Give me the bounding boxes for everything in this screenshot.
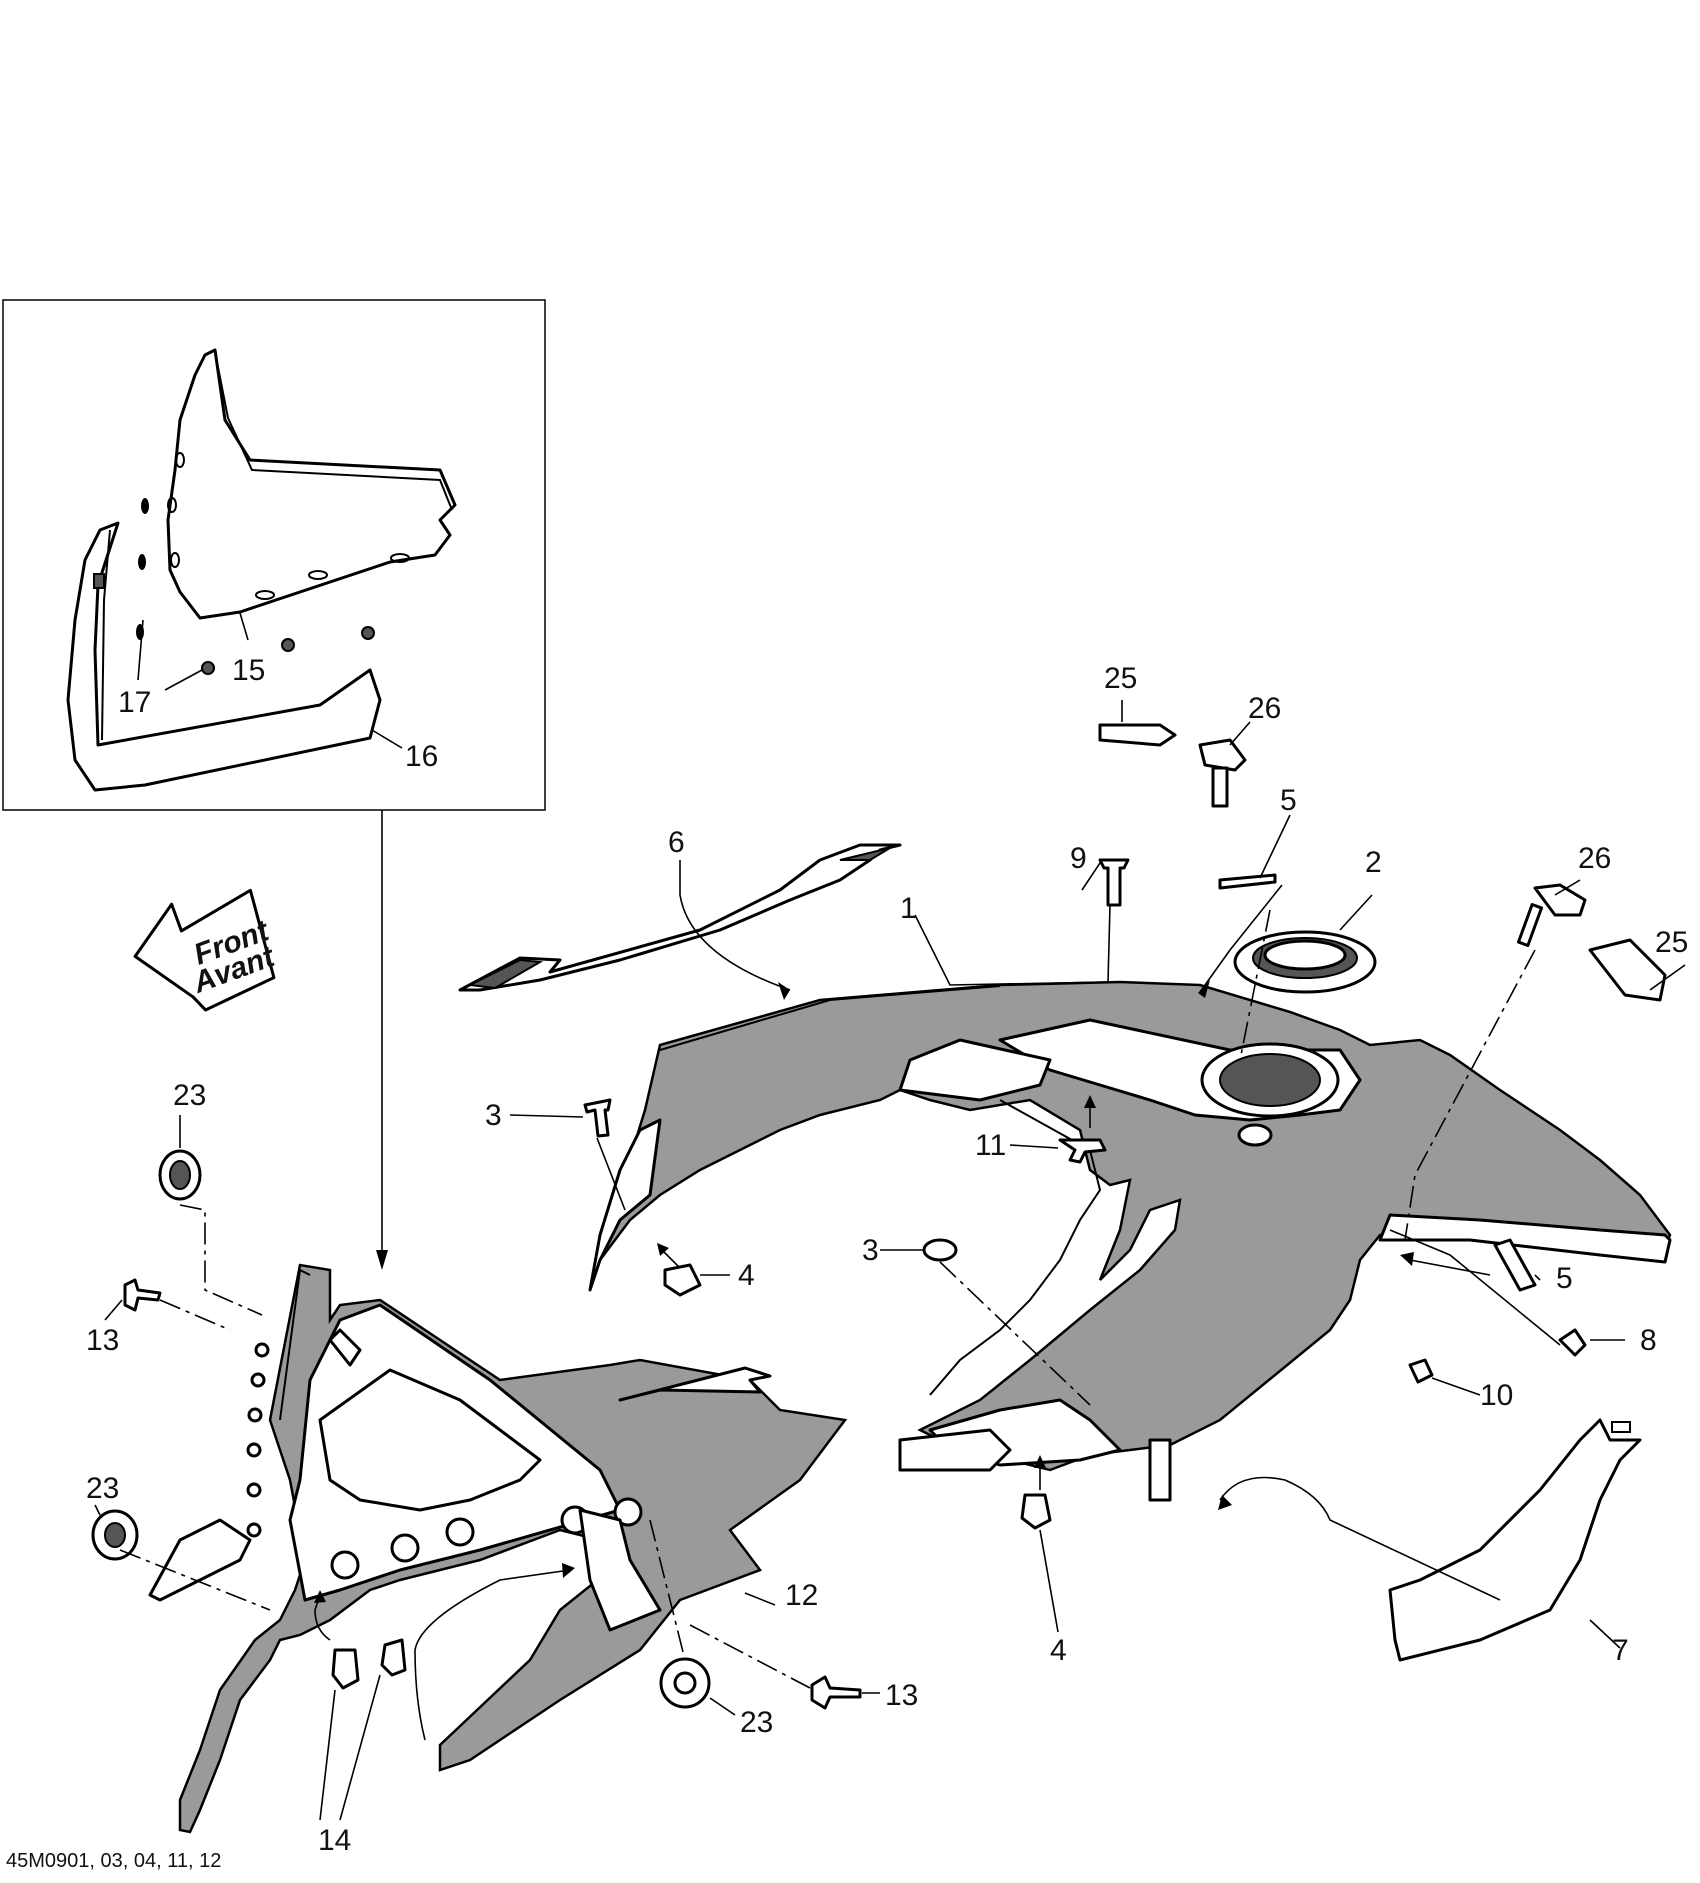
nut-part-14-a <box>331 1648 360 1690</box>
callout-4-a: 4 <box>738 1259 755 1292</box>
callout-13-top: 13 <box>86 1324 119 1357</box>
nut-part-10 <box>1408 1358 1434 1384</box>
screw-part-13-top <box>123 1278 162 1312</box>
screw-part-3-a <box>583 1098 612 1138</box>
inset-frame <box>2 299 546 811</box>
clip-part-25-right <box>1588 938 1667 1002</box>
callout-15: 15 <box>232 654 265 687</box>
callout-10: 10 <box>1480 1379 1513 1412</box>
fasteners <box>91 723 1667 1710</box>
callout-25-top: 25 <box>1104 662 1137 695</box>
callout-8: 8 <box>1640 1324 1657 1357</box>
top-console-part-1 <box>588 980 1672 1502</box>
nut-part-4-b <box>1020 1493 1052 1530</box>
lower-console-part-12 <box>148 1263 848 1834</box>
callout-23-left: 23 <box>86 1472 119 1505</box>
front-direction-arrow: Front Avant <box>133 888 280 1012</box>
deflector-part-16 <box>66 521 382 792</box>
callout-23-bottom: 23 <box>740 1706 773 1739</box>
callout-12: 12 <box>785 1579 818 1612</box>
callout-5-top: 5 <box>1280 784 1297 817</box>
callout-23-top: 23 <box>173 1079 206 1112</box>
gasket-part-5-right <box>1493 1238 1537 1292</box>
callout-13-bottom: 13 <box>885 1679 918 1712</box>
callout-11: 11 <box>975 1129 1006 1162</box>
callout-16: 16 <box>405 740 438 773</box>
clip-part-25-top <box>1098 723 1177 747</box>
callout-26-top: 26 <box>1248 692 1281 725</box>
fuel-cap-ring-part-2 <box>1233 930 1377 994</box>
callout-7: 7 <box>1612 1634 1629 1667</box>
clip-part-11 <box>1058 1138 1107 1164</box>
gasket-part-5-top <box>1218 873 1277 890</box>
callout-5-right: 5 <box>1556 1262 1573 1295</box>
windshield-inset <box>2 299 546 811</box>
drawing-code: 45M0901, 03, 04, 11, 12 <box>6 1850 222 1872</box>
callout-2: 2 <box>1365 846 1382 879</box>
screw-part-13-bottom <box>810 1675 862 1710</box>
screw-part-8 <box>1558 1328 1587 1357</box>
nut-part-4-a <box>663 1263 702 1297</box>
fastener-part-26-top <box>1198 738 1247 772</box>
callout-3-b: 3 <box>862 1234 879 1267</box>
callout-25-right: 25 <box>1655 926 1688 959</box>
callout-26-right: 26 <box>1578 842 1611 875</box>
trim-part-7 <box>1388 1418 1642 1662</box>
leader-lines <box>94 700 1686 1821</box>
callout-6: 6 <box>668 826 685 859</box>
callout-labels: 15 17 16 25 26 5 9 2 26 25 6 1 23 3 11 4… <box>86 654 1688 1857</box>
fastener-part-26-right <box>1533 883 1587 917</box>
callout-17: 17 <box>118 686 151 719</box>
callout-3-a: 3 <box>485 1099 502 1132</box>
windshield-part-15 <box>166 348 457 620</box>
callout-1: 1 <box>900 892 917 925</box>
nut-part-14-b <box>380 1638 407 1677</box>
callout-4-b: 4 <box>1050 1634 1067 1667</box>
screw-part-9 <box>1098 858 1130 907</box>
callout-9: 9 <box>1070 842 1087 875</box>
screw-part-3-b <box>922 1238 958 1262</box>
callout-14: 14 <box>318 1824 351 1857</box>
top-console-shell <box>588 980 1672 1472</box>
